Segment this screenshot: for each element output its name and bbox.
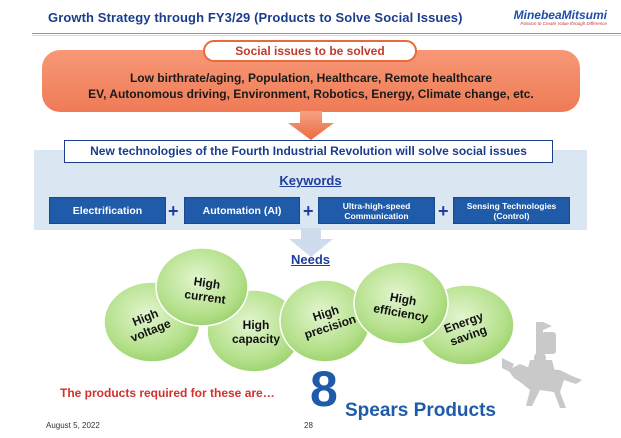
keyword-sensing: Sensing Technologies (Control) [453, 197, 570, 224]
need-line-2: capacity [231, 332, 281, 346]
need-high-capacity: High capacity [226, 318, 286, 346]
keyword-label: Electrification [72, 204, 143, 217]
keyword-electrification: Electrification [49, 197, 166, 224]
keyword-label: Automation (AI) [202, 204, 282, 217]
keywords-heading-text: Keywords [279, 173, 342, 188]
keyword-label-line-2: Communication [344, 210, 409, 221]
need-line-1: High [242, 318, 270, 332]
plus-icon: + [168, 201, 179, 221]
down-arrow-icon [288, 111, 334, 140]
keyword-automation: Automation (AI) [184, 197, 300, 224]
needs-heading: Needs [0, 252, 621, 267]
company-logo: MinebeaMitsumi Passion to Create Value t… [514, 8, 607, 26]
plus-icon: + [303, 201, 314, 221]
header-divider-light [32, 35, 621, 36]
logo-tagline: Passion to Create Value through Differen… [520, 21, 607, 26]
down-arrow-light-icon [289, 228, 333, 257]
social-issues-list: Low birthrate/aging, Population, Healthc… [42, 70, 580, 102]
slide-date: August 5, 2022 [46, 421, 100, 430]
keyword-label-line-2: (Control) [493, 210, 530, 221]
logo-name: MinebeaMitsumi [513, 8, 607, 22]
spears-products-label: Spears Products [345, 400, 496, 421]
keyword-communication: Ultra-high-speed Communication [318, 197, 435, 224]
header-divider [32, 33, 621, 34]
keyword-label-line-1: Sensing Technologies [466, 200, 557, 211]
social-issues-label: Social issues to be solved [203, 40, 417, 62]
needs-heading-text: Needs [290, 252, 331, 267]
samurai-horse-icon [502, 322, 582, 408]
bubble-high-current [155, 247, 249, 327]
social-issues-line-2: EV, Autonomous driving, Environment, Rob… [88, 87, 534, 101]
keyword-label-line-1: Ultra-high-speed [342, 200, 411, 211]
social-issues-line-1: Low birthrate/aging, Population, Healthc… [129, 71, 493, 85]
products-question: The products required for these are… [60, 386, 275, 400]
page-number: 28 [304, 421, 313, 430]
bubble-high-efficiency [353, 261, 449, 345]
spears-count: 8 [310, 361, 338, 417]
keywords-heading: Keywords [0, 173, 621, 188]
plus-icon: + [438, 201, 449, 221]
tech-statement: New technologies of the Fourth Industria… [64, 140, 553, 163]
page-title: Growth Strategy through FY3/29 (Products… [48, 10, 463, 25]
